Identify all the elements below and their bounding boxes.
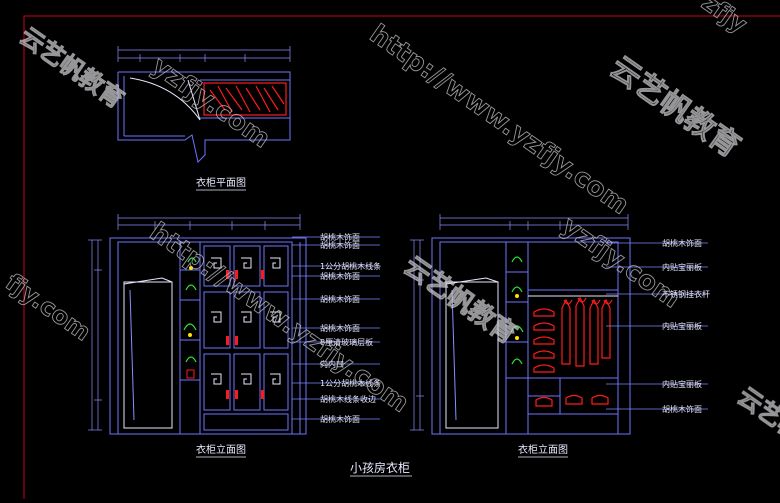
left-door xyxy=(123,277,173,429)
left-label-2: 1公分胡桃木线条 xyxy=(320,261,381,271)
left-cabinet-doors xyxy=(203,245,289,431)
left-label-1: 胡桃木饰面 xyxy=(320,240,360,250)
plan-hanging-clothes xyxy=(203,82,287,116)
plan-door-leaf xyxy=(187,79,201,121)
left-elevation-outline xyxy=(109,237,307,435)
right-label-1: 内贴宝丽板 xyxy=(662,262,702,272)
watermark-brand-top-right: 云艺帆教育 xyxy=(603,50,746,165)
right-folded-clothes xyxy=(533,308,555,373)
right-label-5: 胡桃木饰面 xyxy=(662,404,702,414)
watermark-brand-left: 云艺帆教育 xyxy=(15,22,129,114)
right-label-3: 内贴宝丽板 xyxy=(662,321,702,331)
right-elevation-outline xyxy=(431,237,631,435)
left-niche xyxy=(180,269,200,381)
plan-door-swing xyxy=(129,77,201,121)
left-label-7: 向内凹 xyxy=(320,359,344,369)
sheet-title: 小孩房衣柜 xyxy=(350,460,410,475)
left-label-5: 胡桃木饰面 xyxy=(320,323,360,333)
plan-view: 衣柜平面图 xyxy=(117,46,291,191)
plan-walls xyxy=(117,71,291,163)
right-door xyxy=(445,277,499,429)
right-hanging-clothes xyxy=(561,296,613,367)
left-callout-labels: 胡桃木饰面胡桃木饰面1公分胡桃木线条胡桃木饰面胡桃木饰面胡桃木饰面8厘清玻璃层板… xyxy=(320,232,381,424)
left-label-0: 胡桃木饰面 xyxy=(320,232,360,242)
watermark-fragment-bottom-right: 云艺帆教育 xyxy=(733,382,780,474)
plan-title: 衣柜平面图 xyxy=(196,176,246,189)
right-label-0: 胡桃木饰面 xyxy=(662,238,702,248)
drawing-frame xyxy=(23,15,780,503)
right-elevation-title: 衣柜立面图 xyxy=(518,443,568,456)
left-door-handles xyxy=(226,270,264,399)
watermarks: http://www.yzfjy.com 云艺帆教育 yzfjy.com 云艺帆… xyxy=(0,0,780,474)
right-decor-plants xyxy=(510,256,524,365)
left-label-3: 胡桃木饰面 xyxy=(320,271,360,281)
watermark-brand-center: 云艺帆教育 xyxy=(398,250,522,350)
right-label-2: 不锈钢挂衣杆 xyxy=(662,289,710,299)
left-label-8: 1公分胡桃木线条 xyxy=(320,378,381,388)
left-elevation-title: 衣柜立面图 xyxy=(196,443,246,456)
right-label-4: 内贴宝丽板 xyxy=(662,379,702,389)
left-label-10: 胡桃木饰面 xyxy=(320,414,360,424)
left-label-4: 胡桃木饰面 xyxy=(320,294,360,304)
left-leader-lines xyxy=(292,236,380,420)
right-niche xyxy=(506,271,528,379)
left-elevation: 胡桃木饰面胡桃木饰面1公分胡桃木线条胡桃木饰面胡桃木饰面胡桃木饰面8厘清玻璃层板… xyxy=(88,214,381,458)
plan-dimensions xyxy=(117,46,291,62)
watermark-fragment-top-right: zfjy xyxy=(697,0,753,39)
watermark-url-middle: http://www.yzfjy.com xyxy=(144,217,414,419)
left-label-6: 8厘清玻璃层板 xyxy=(320,337,373,347)
right-elevation-dimensions xyxy=(410,214,629,431)
watermark-url-top: http://www.yzfjy.com xyxy=(364,19,634,221)
frame-border xyxy=(23,15,780,503)
watermark-url-left-edge: fjy.com xyxy=(1,268,96,347)
left-elevation-dimensions xyxy=(88,214,301,431)
left-label-9: 胡桃木线条收边 xyxy=(320,394,376,404)
left-fret-motifs xyxy=(211,257,281,385)
right-leader-lines xyxy=(606,242,708,410)
right-drawers xyxy=(535,394,609,407)
left-decor-plants xyxy=(183,257,197,379)
